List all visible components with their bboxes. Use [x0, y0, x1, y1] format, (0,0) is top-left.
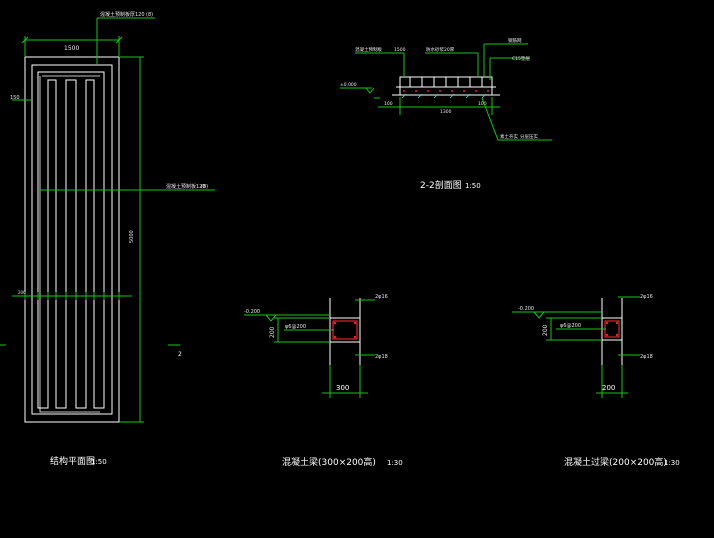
beam2-stirrup-label: φ6@200 [560, 323, 581, 329]
plan-width-tick-left [21, 36, 29, 44]
section-label-far-right: C15垫层 [512, 55, 530, 62]
section-label-left2: 1500 [394, 47, 406, 53]
plan-side-note-ref: (8) [201, 184, 208, 190]
beam1-bottom-bar: 2φ18 [375, 354, 388, 360]
beam1-title: 混凝土梁(300×200高) [282, 456, 376, 468]
beam1-elev: -0.200 [244, 309, 260, 315]
beam2-bottom-bar: 2φ18 [640, 354, 653, 360]
beam1-stirrup [332, 320, 358, 340]
plan-inner-outline [31, 64, 113, 415]
plan-width-dim: 1500 [64, 45, 79, 52]
section-dim-a: 100 [384, 101, 393, 107]
section-rebar-dots [403, 90, 489, 92]
beam2-elev-marker [533, 311, 545, 319]
beam2-width-dim: 200 [602, 384, 615, 392]
beam1-elev-marker [265, 314, 277, 322]
plan-width-tick-right [115, 36, 123, 44]
beam1-section [329, 317, 361, 343]
section-elev: ±0.000 [340, 82, 357, 88]
structural-plan: 1500 混凝土预制板厚120 (8) 150 混凝土预制板120 (8) 50… [0, 11, 215, 467]
plan-top-note: 混凝土预制板厚120 [100, 11, 145, 18]
beam1-bars [333, 321, 357, 339]
beam2-title: 混凝土过梁(200×200高) [564, 456, 667, 468]
section-bottom-leader [481, 97, 552, 141]
section-title: 2-2剖面图 [420, 179, 462, 191]
plan-height-dim: 5000 [129, 230, 135, 243]
beam1-scale: 1:30 [387, 459, 403, 467]
section-elev-marker [365, 87, 375, 94]
section-label-left: 混凝土预制板 [355, 46, 382, 53]
beam-2-detail: -0.200 φ6@200 2φ16 2φ18 200 200 混凝土过梁(20… [512, 294, 680, 468]
beam2-scale: 1:30 [664, 459, 680, 467]
plan-channel-border [39, 75, 100, 413]
beam2-elev: -0.200 [518, 306, 534, 312]
section-dim-c: 100 [478, 101, 487, 107]
plan-outer-outline [24, 56, 120, 423]
plan-row-dim: 200 [18, 290, 26, 295]
plan-scale: 1:50 [91, 458, 107, 466]
plan-top-note-ref: (8) [146, 12, 153, 18]
beam-1-detail: -0.200 φ6@200 2φ16 2φ18 200 300 混凝土梁(300… [244, 294, 403, 468]
section-label-right: 钢筋网 [508, 37, 522, 44]
beam1-stirrup-label: φ6@200 [285, 324, 306, 330]
section-channel-ribs [409, 77, 483, 87]
beam1-width-dim: 300 [336, 384, 349, 392]
section-bottom-note2: 分层压实 [520, 133, 538, 140]
section-mark-label: 2 [178, 351, 182, 358]
beam2-height-dim: 200 [542, 324, 549, 336]
section-bottom-note: 素土夯实 [500, 133, 518, 140]
beam1-top-bar: 2φ16 [375, 294, 388, 300]
plan-row-ticks [24, 292, 120, 300]
section-scale: 1:50 [465, 182, 481, 190]
section-dim-b: 1300 [440, 109, 452, 115]
beam2-top-bar: 2φ16 [640, 294, 653, 300]
plan-channels [37, 71, 105, 409]
plan-side-note: 混凝土预制板120 [166, 183, 206, 190]
section-label-mid: 防水砂浆20厚 [426, 46, 455, 53]
section-2-2: 混凝土预制板 1500 防水砂浆20厚 钢筋网 C15垫层 ±0.000 100… [340, 37, 552, 191]
beam2-bars [605, 321, 619, 337]
plan-title: 结构平面图 [50, 455, 95, 467]
beam1-height-dim: 200 [269, 326, 276, 338]
plan-left-dim: 150 [10, 95, 20, 101]
section-hatch [401, 93, 487, 99]
